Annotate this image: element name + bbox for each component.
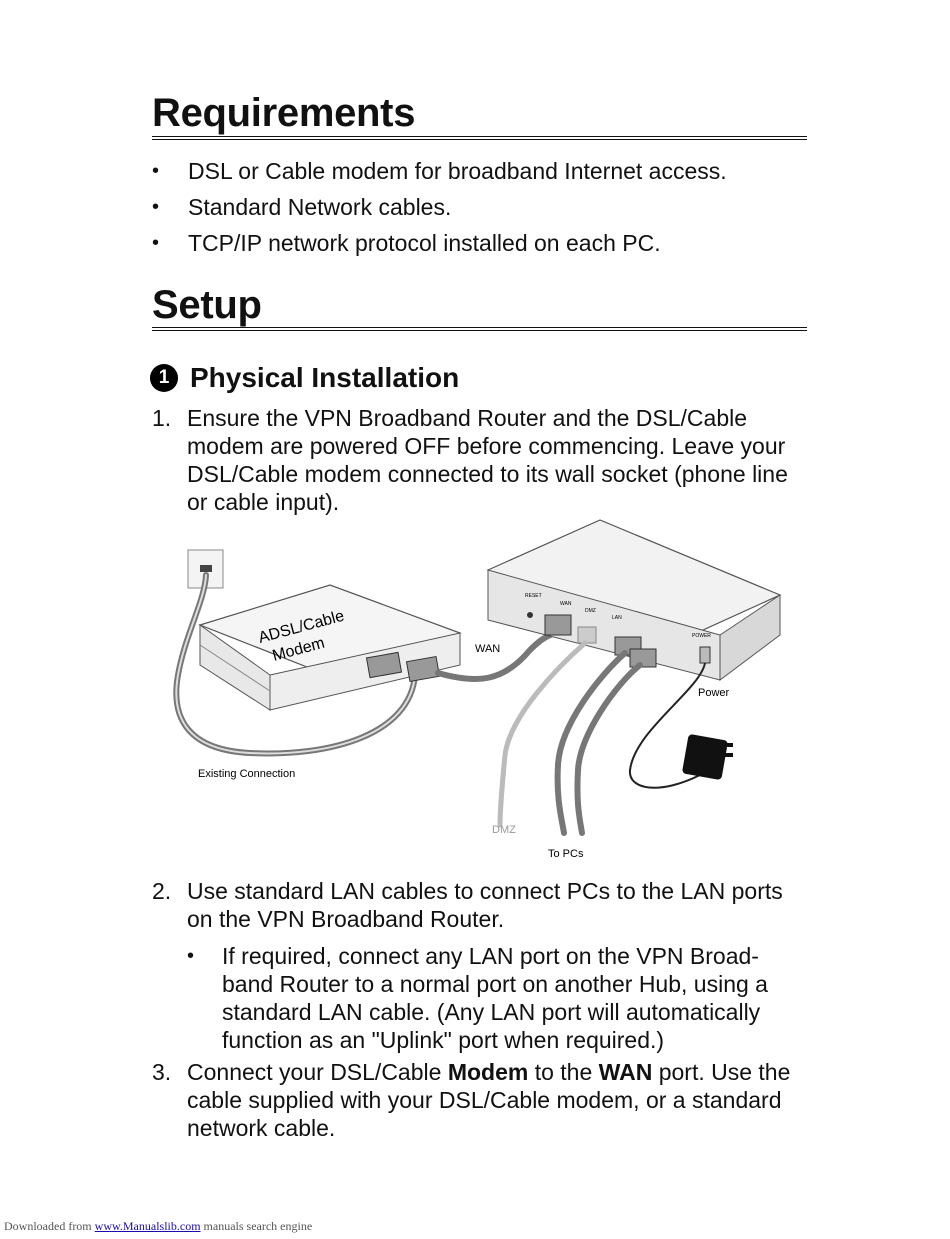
footer-suffix: manuals search engine <box>200 1219 313 1233</box>
lan-cable <box>574 662 643 836</box>
adapter-prong <box>725 743 733 747</box>
router-wan-plug <box>544 614 572 636</box>
step-text-part: to the <box>528 1059 599 1085</box>
footer: Downloaded from www.Manualslib.com manua… <box>4 1219 312 1234</box>
step-2: 2. Use standard LAN cables to connect PC… <box>152 877 812 933</box>
modem-line <box>199 644 271 692</box>
list-item: Standard Network cables. <box>152 189 812 225</box>
step-number-badge: 1 <box>150 364 178 392</box>
power-cord <box>628 662 706 789</box>
step-2-bullet: • If required, connect any LAN port on t… <box>187 942 807 1054</box>
power-label: Power <box>698 687 730 699</box>
adapter-prong <box>725 753 733 757</box>
heading-rule <box>152 327 807 331</box>
router-lan-plug <box>629 648 657 668</box>
requirements-heading: Requirements <box>152 91 416 135</box>
bullet-text: If required, connect any LAN port on the… <box>222 943 768 1053</box>
port-label-power: POWER <box>692 633 711 639</box>
wall-socket-port <box>200 565 212 572</box>
list-item: TCP/IP network protocol installed on eac… <box>152 225 812 261</box>
step-number: 1. <box>152 405 172 431</box>
step-text-bold: WAN <box>598 1059 653 1085</box>
port-label-reset: RESET <box>525 593 542 599</box>
heading-rule <box>152 136 807 140</box>
step-text-part: Connect your DSL/Cable <box>187 1059 448 1085</box>
dmz-label: DMZ <box>492 824 516 836</box>
power-adapter <box>682 734 728 780</box>
wan-label: WAN <box>475 643 500 655</box>
wan-cable <box>435 630 558 682</box>
modem-plug <box>365 651 403 679</box>
list-item: DSL or Cable modem for broadband Interne… <box>152 153 812 189</box>
step-text: Connect your DSL/Cable Modem to the WAN … <box>187 1058 812 1142</box>
bullet-dot: • <box>187 945 195 967</box>
reset-button <box>527 612 533 618</box>
port-label-dmz: DMZ <box>585 608 596 614</box>
cable-highlight <box>175 574 416 755</box>
step-text-bold: Modem <box>447 1059 529 1085</box>
physical-installation-heading: 1 Physical Installation <box>150 361 459 395</box>
modem-front <box>269 632 461 711</box>
step-text: Ensure the VPN Broadband Router and the … <box>187 405 788 515</box>
existing-connection-label: Existing Connection <box>198 768 295 780</box>
port-label-wan: WAN <box>560 601 572 607</box>
manualslib-link[interactable]: www.Manualslib.com <box>94 1219 201 1233</box>
router-power-plug <box>699 646 711 664</box>
footer-prefix: Downloaded from <box>4 1219 95 1233</box>
step-number: 2. <box>152 878 172 904</box>
step-number: 3. <box>152 1059 172 1085</box>
step-text: Use standard LAN cables to connect PCs t… <box>187 878 783 932</box>
step-1: 1. Ensure the VPN Broadband Router and t… <box>152 404 812 516</box>
requirements-list: DSL or Cable modem for broadband Interne… <box>152 153 812 261</box>
step-3: 3. Connect your DSL/Cable Modem to the W… <box>152 1058 812 1142</box>
modem-plug <box>405 655 441 683</box>
port-label-lan: LAN <box>612 615 622 621</box>
step-text-part: port. Use the cable supplied with your D… <box>187 1059 791 1141</box>
to-pcs-label: To PCs <box>548 848 584 860</box>
subheading-title: Physical Installation <box>190 362 460 393</box>
dmz-cable <box>497 640 588 828</box>
setup-heading: Setup <box>152 283 262 327</box>
connection-diagram: ADSL/Cable Modem WAN RESET WAN DMZ LAN P… <box>173 519 782 860</box>
lan-cable <box>554 650 628 836</box>
router-side <box>719 594 781 681</box>
router-dmz-plug <box>577 626 597 644</box>
